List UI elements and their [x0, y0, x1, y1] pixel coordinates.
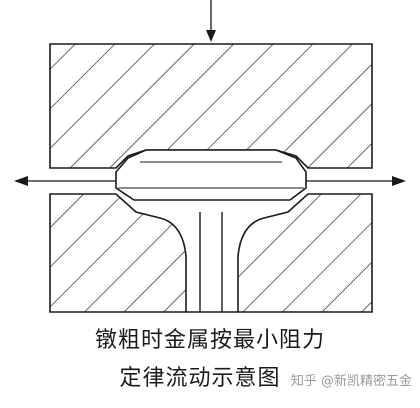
diagram-svg [14, 0, 406, 313]
workpiece-head [115, 149, 307, 201]
upsetting-diagram [14, 0, 406, 313]
caption-line-1: 镦粗时金属按最小阻力 [94, 328, 325, 353]
flow-arrow-left [14, 176, 116, 186]
force-arrow [206, 0, 216, 42]
caption-line-2: 定律流动示意图 [119, 366, 281, 391]
workpiece-shank [186, 212, 238, 313]
upper-die [49, 43, 373, 169]
lower-die-right [237, 193, 373, 313]
watermark: 知乎 @新凯精密五金 [291, 370, 412, 389]
lower-die-left [49, 193, 187, 313]
flow-arrow-right [306, 176, 406, 186]
watermark-text: 知乎 @新凯精密五金 [290, 374, 412, 389]
